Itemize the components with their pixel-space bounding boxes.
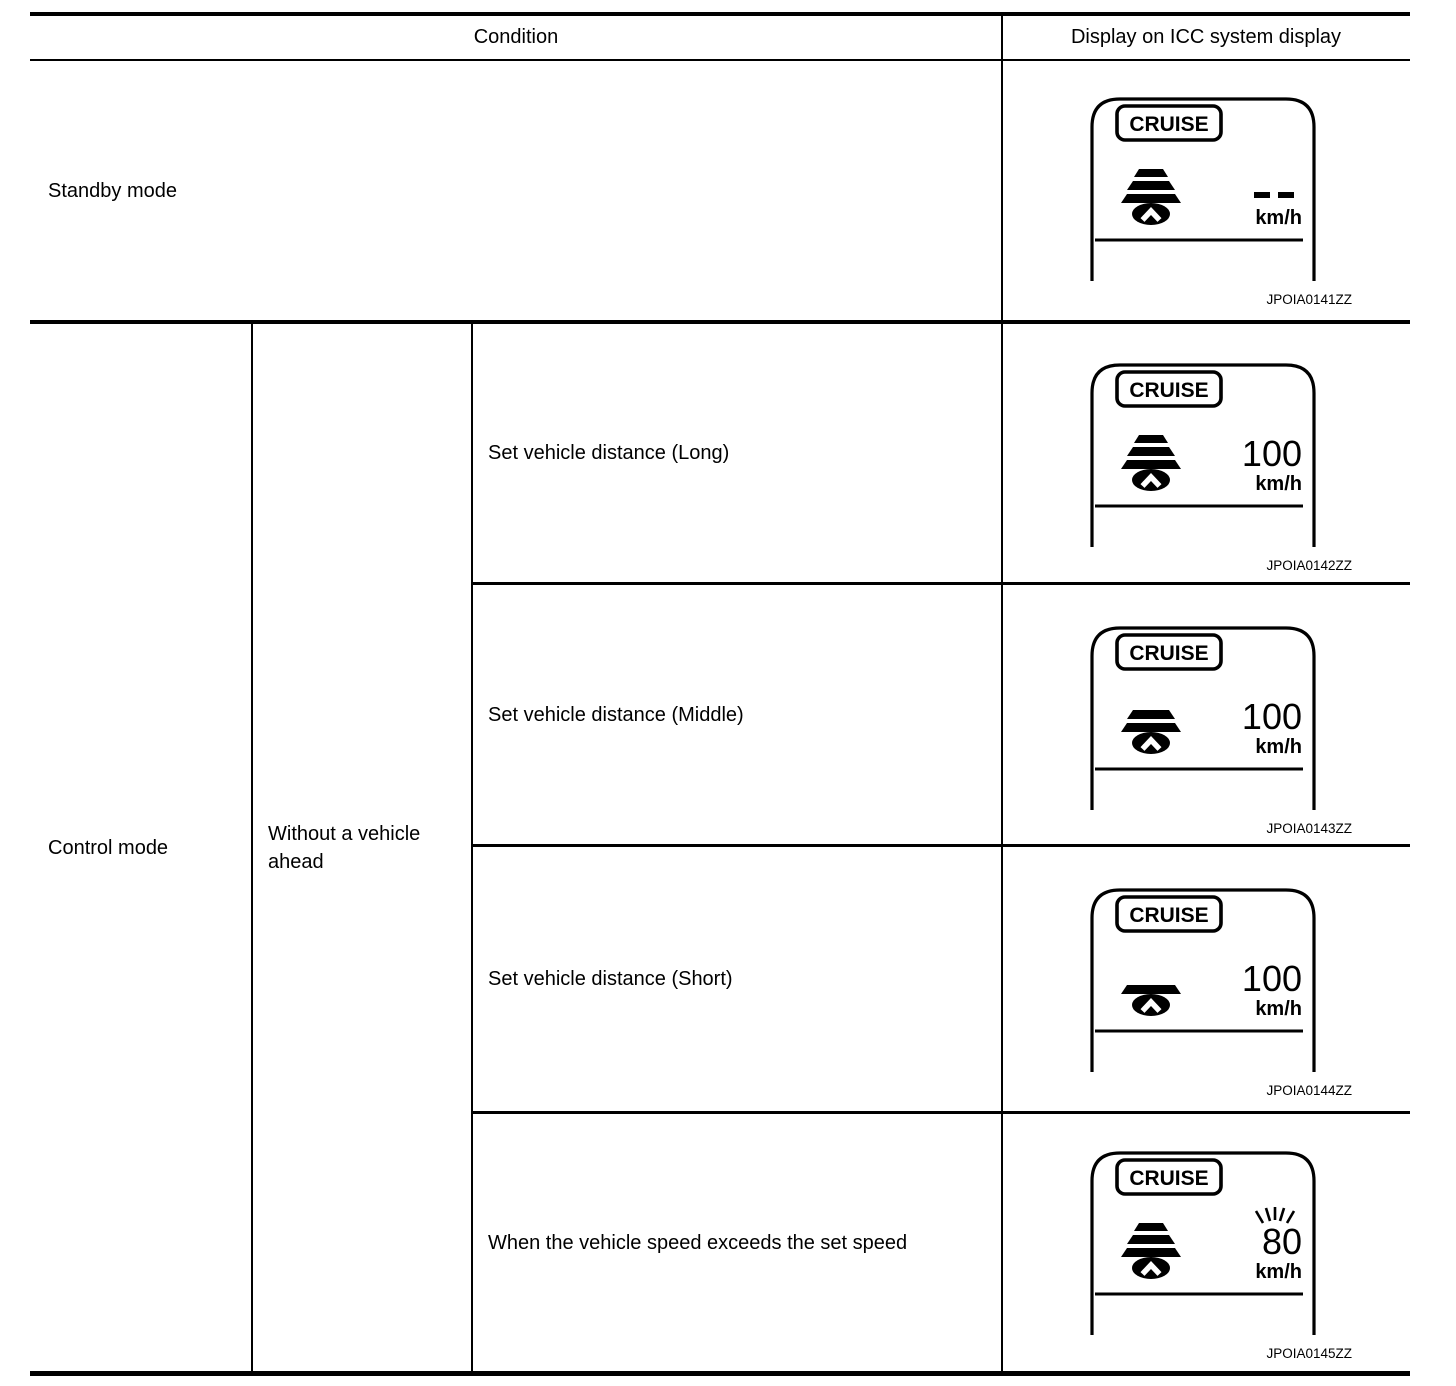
figure-code-standby: JPOIA0141ZZ — [1266, 292, 1352, 307]
column-header-display-label: Display on ICC system display — [1070, 25, 1342, 48]
cell-speed-exceeds: When the vehicle speed exceeds the set s… — [488, 1114, 988, 1371]
set-distance-icon — [1121, 985, 1181, 1016]
speed-value: 100 — [1242, 696, 1302, 737]
cruise-badge-label: CRUISE — [1129, 1167, 1208, 1190]
icc-display-standby: CRUISE km/h — [1088, 95, 1318, 290]
vehicle-chevron-icon — [1140, 997, 1162, 1013]
table-rule-subrow-3 — [471, 1111, 1410, 1114]
distance-bar — [1121, 985, 1181, 994]
cell-without-vehicle-ahead: Without a vehicle ahead — [268, 324, 458, 1371]
speed-value: 80 — [1262, 1221, 1302, 1262]
display-frame — [1090, 1151, 1316, 1335]
icc-display-graphic-exceeds: CRUISE 80 km/h — [1090, 1151, 1316, 1335]
table-rule-subrow-1 — [471, 582, 1410, 585]
vehicle-chevron-icon — [1140, 472, 1162, 488]
cell-set-distance-middle: Set vehicle distance (Middle) — [488, 585, 988, 844]
table-rule-condition-display-divider — [1001, 16, 1003, 1371]
vehicle-chevron-icon — [1140, 1260, 1162, 1276]
distance-bar — [1121, 194, 1181, 203]
cruise-badge-label: CRUISE — [1129, 904, 1208, 927]
cruise-badge-label: CRUISE — [1129, 113, 1208, 136]
set-distance-icon — [1121, 435, 1181, 491]
without-vehicle-ahead-label: Without a vehicle ahead — [268, 822, 421, 873]
distance-bar — [1134, 169, 1168, 177]
cruise-badge-label: CRUISE — [1129, 642, 1208, 665]
display-frame — [1090, 626, 1316, 810]
table-rule-subrow-2 — [471, 844, 1410, 847]
set-distance-icon — [1121, 169, 1181, 225]
distance-bar — [1127, 710, 1175, 719]
cruise-badge — [1115, 895, 1223, 933]
cruise-badge — [1115, 1158, 1223, 1196]
cell-set-distance-short: Set vehicle distance (Short) — [488, 847, 988, 1111]
standby-mode-label: Standby mode — [48, 179, 177, 202]
distance-bar — [1121, 1248, 1181, 1257]
cruise-badge — [1115, 370, 1223, 408]
distance-bar — [1134, 435, 1168, 443]
display-frame — [1090, 888, 1316, 1072]
icc-display-graphic-middle: CRUISE 100 km/h — [1090, 626, 1316, 810]
display-frame — [1090, 97, 1316, 281]
vehicle-chevron-icon — [1140, 206, 1162, 222]
column-header-condition: Condition — [30, 14, 1002, 59]
speed-value: 100 — [1242, 433, 1302, 474]
icc-display-exceeds: CRUISE 80 km/h — [1088, 1149, 1318, 1344]
cell-set-distance-long: Set vehicle distance (Long) — [488, 324, 988, 582]
table-rule-top — [30, 12, 1410, 16]
cell-control-mode: Control mode — [48, 324, 238, 1371]
table-rule-under-header — [30, 59, 1410, 61]
set-distance-long-label: Set vehicle distance (Long) — [488, 442, 730, 464]
icc-display-middle: CRUISE 100 km/h — [1088, 624, 1318, 819]
set-distance-middle-label: Set vehicle distance (Middle) — [488, 703, 744, 726]
display-frame — [1090, 363, 1316, 547]
table-rule-bottom — [30, 1371, 1410, 1376]
set-distance-icon — [1121, 710, 1181, 754]
figure-code-middle: JPOIA0143ZZ — [1266, 821, 1352, 836]
vehicle-chevron-icon — [1140, 735, 1162, 751]
icc-display-short: CRUISE 100 km/h — [1088, 886, 1318, 1081]
figure-code-long: JPOIA0142ZZ — [1266, 558, 1352, 573]
distance-bar — [1127, 447, 1175, 456]
cruise-badge — [1115, 633, 1223, 671]
cell-standby-mode: Standby mode — [48, 61, 448, 320]
cruise-badge — [1115, 104, 1223, 142]
icc-display-graphic-long: CRUISE 100 km/h — [1090, 363, 1316, 547]
set-distance-icon — [1121, 1223, 1181, 1279]
distance-bar — [1121, 723, 1181, 732]
speed-unit: km/h — [1255, 473, 1302, 495]
distance-bar — [1134, 1223, 1168, 1231]
figure-code-short: JPOIA0144ZZ — [1266, 1083, 1352, 1098]
column-header-condition-label: Condition — [473, 25, 559, 48]
speed-value: 100 — [1242, 958, 1302, 999]
speed-unit: km/h — [1255, 736, 1302, 758]
control-mode-label: Control mode — [48, 836, 169, 859]
distance-bar — [1127, 1235, 1175, 1244]
table-rule-standby-bottom — [30, 320, 1410, 324]
table-rule-mode-divider — [251, 324, 253, 1371]
speed-unit: km/h — [1255, 207, 1302, 229]
table-rule-group-divider — [471, 324, 473, 1371]
figure-code-exceeds: JPOIA0145ZZ — [1266, 1346, 1352, 1361]
icc-display-graphic-standby: CRUISE km/h — [1090, 97, 1316, 281]
distance-bar — [1127, 181, 1175, 190]
speed-unit: km/h — [1255, 1261, 1302, 1283]
distance-bar — [1121, 460, 1181, 469]
icc-display-graphic-short: CRUISE 100 km/h — [1090, 888, 1316, 1072]
blinking-rays-icon — [1254, 1207, 1296, 1224]
set-distance-short-label: Set vehicle distance (Short) — [488, 968, 733, 990]
icc-display-long: CRUISE 100 km/h — [1088, 361, 1318, 556]
speed-unit: km/h — [1255, 998, 1302, 1020]
column-header-display: Display on ICC system display — [1002, 14, 1410, 59]
speed-exceeds-label: When the vehicle speed exceeds the set s… — [488, 1231, 908, 1254]
cruise-badge-label: CRUISE — [1129, 379, 1208, 402]
speed-dashes — [1254, 192, 1294, 198]
